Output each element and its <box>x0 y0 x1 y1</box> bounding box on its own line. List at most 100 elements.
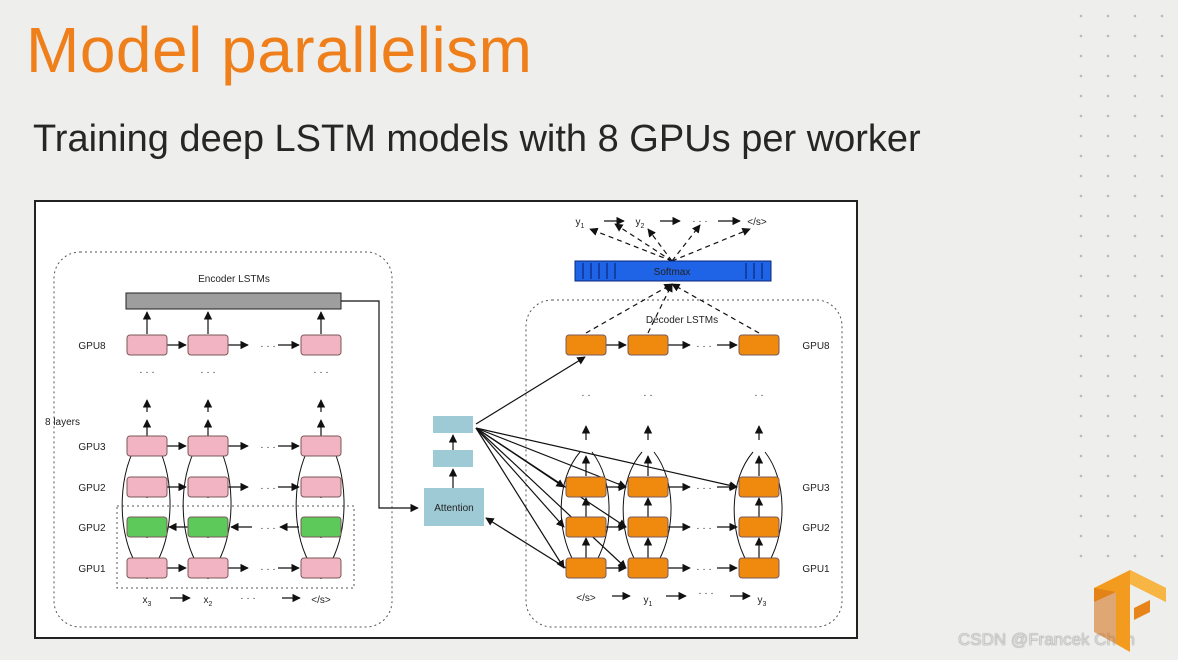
decorative-dot <box>1079 254 1083 258</box>
decoder-input: y1 <box>644 595 653 608</box>
attention-block-mid <box>433 450 473 467</box>
tensorflow-logo-icon <box>1094 570 1166 652</box>
encoder-cell <box>300 334 342 356</box>
encoder-cell <box>126 516 168 538</box>
decorative-dot <box>1160 534 1164 538</box>
decoder-cell <box>738 476 780 498</box>
decorative-dot <box>1160 514 1164 518</box>
decorative-dot <box>1160 234 1164 238</box>
decorative-dot <box>1160 254 1164 258</box>
decorative-dot <box>1160 334 1164 338</box>
decorative-dot <box>1106 94 1110 98</box>
decorative-dot <box>1160 434 1164 438</box>
decoder-cell <box>565 516 607 538</box>
decoder-gpu-label: GPU3 <box>802 483 830 494</box>
ellipsis: · · · <box>200 367 216 378</box>
decorative-dot <box>1079 234 1083 238</box>
decorative-dot <box>1160 34 1164 38</box>
attention-block-top <box>433 416 473 433</box>
encoder-cell <box>187 516 229 538</box>
decorative-dot <box>1133 214 1137 218</box>
encoder-output-bar <box>125 292 342 310</box>
decoder-cell <box>627 334 669 356</box>
attention-block <box>424 488 484 526</box>
encoder-cell <box>126 334 168 356</box>
decorative-dot <box>1133 514 1137 518</box>
ellipsis: · · · <box>139 367 155 378</box>
decorative-dot <box>1133 494 1137 498</box>
decorative-dot <box>1079 494 1083 498</box>
decoder-title: Decoder LSTMs <box>646 315 718 326</box>
encoder-gpu-label: GPU2 <box>78 483 106 494</box>
decorative-dot <box>1160 314 1164 318</box>
decorative-dot <box>1160 14 1164 18</box>
encoder-cell <box>300 476 342 498</box>
softmax-label: Softmax <box>654 267 691 278</box>
decoder-gpu-label: GPU1 <box>802 564 830 575</box>
decoder-region <box>525 299 843 628</box>
ellipsis: · · · <box>260 442 276 453</box>
decorative-dot <box>1106 14 1110 18</box>
decorative-dot <box>1160 554 1164 558</box>
encoder-gpu-label: GPU2 <box>78 523 106 534</box>
decorative-dot <box>1160 474 1164 478</box>
arrow <box>585 283 673 334</box>
decorative-dot <box>1079 454 1083 458</box>
decorative-dot <box>1133 274 1137 278</box>
decorative-dot <box>1079 114 1083 118</box>
decorative-dot <box>1106 274 1110 278</box>
arrow <box>475 356 586 425</box>
plus-marker: · <box>145 418 148 429</box>
decoder-gpu-label: GPU8 <box>802 341 830 352</box>
encoder-input: </s> <box>311 595 331 606</box>
encoder-gpu-label: GPU3 <box>78 442 106 453</box>
decorative-dot <box>1133 94 1137 98</box>
decorative-dot <box>1106 34 1110 38</box>
decorative-dot <box>1160 74 1164 78</box>
attention-label: Attention <box>434 503 473 514</box>
residual-curve <box>560 451 581 563</box>
arrow <box>485 517 567 569</box>
decorative-dot <box>1160 294 1164 298</box>
encoder-cell <box>300 435 342 457</box>
decorative-dot <box>1106 314 1110 318</box>
ellipsis: · · · <box>240 593 256 604</box>
decorative-dot <box>1106 514 1110 518</box>
decorative-dot <box>1133 314 1137 318</box>
decorative-dot <box>1133 534 1137 538</box>
ellipsis: · · · <box>260 341 276 352</box>
ellipsis: · · · <box>313 367 329 378</box>
decorative-dot <box>1106 554 1110 558</box>
decorative-dot <box>1133 434 1137 438</box>
decorative-dot <box>1079 134 1083 138</box>
decoder-cell <box>565 334 607 356</box>
residual-curve <box>622 451 643 563</box>
decorative-dot <box>1079 554 1083 558</box>
decorative-dot <box>1106 194 1110 198</box>
decoder-cell <box>565 557 607 579</box>
decorative-dot <box>1133 34 1137 38</box>
encoder-cell <box>187 476 229 498</box>
decorative-dot <box>1106 294 1110 298</box>
decorative-dot <box>1106 234 1110 238</box>
encoder-cell <box>187 557 229 579</box>
arrow <box>475 427 738 490</box>
decorative-dot <box>1106 54 1110 58</box>
ellipsis: · · <box>754 390 763 401</box>
decorative-dots <box>1079 14 1164 558</box>
decorative-dot <box>1160 54 1164 58</box>
decorative-dot <box>1106 114 1110 118</box>
encoder-title: Encoder LSTMs <box>198 274 270 285</box>
encoder-cell <box>300 516 342 538</box>
residual-curve <box>733 451 754 563</box>
arrow <box>671 283 760 334</box>
decorative-dot <box>1106 454 1110 458</box>
output-label: y2 <box>636 217 645 230</box>
decorative-dot <box>1160 494 1164 498</box>
ellipsis: · · · <box>696 483 712 494</box>
decorative-dot <box>1079 314 1083 318</box>
decoder-input: </s> <box>576 593 596 604</box>
decorative-dot <box>1133 374 1137 378</box>
decorative-dot <box>1160 274 1164 278</box>
